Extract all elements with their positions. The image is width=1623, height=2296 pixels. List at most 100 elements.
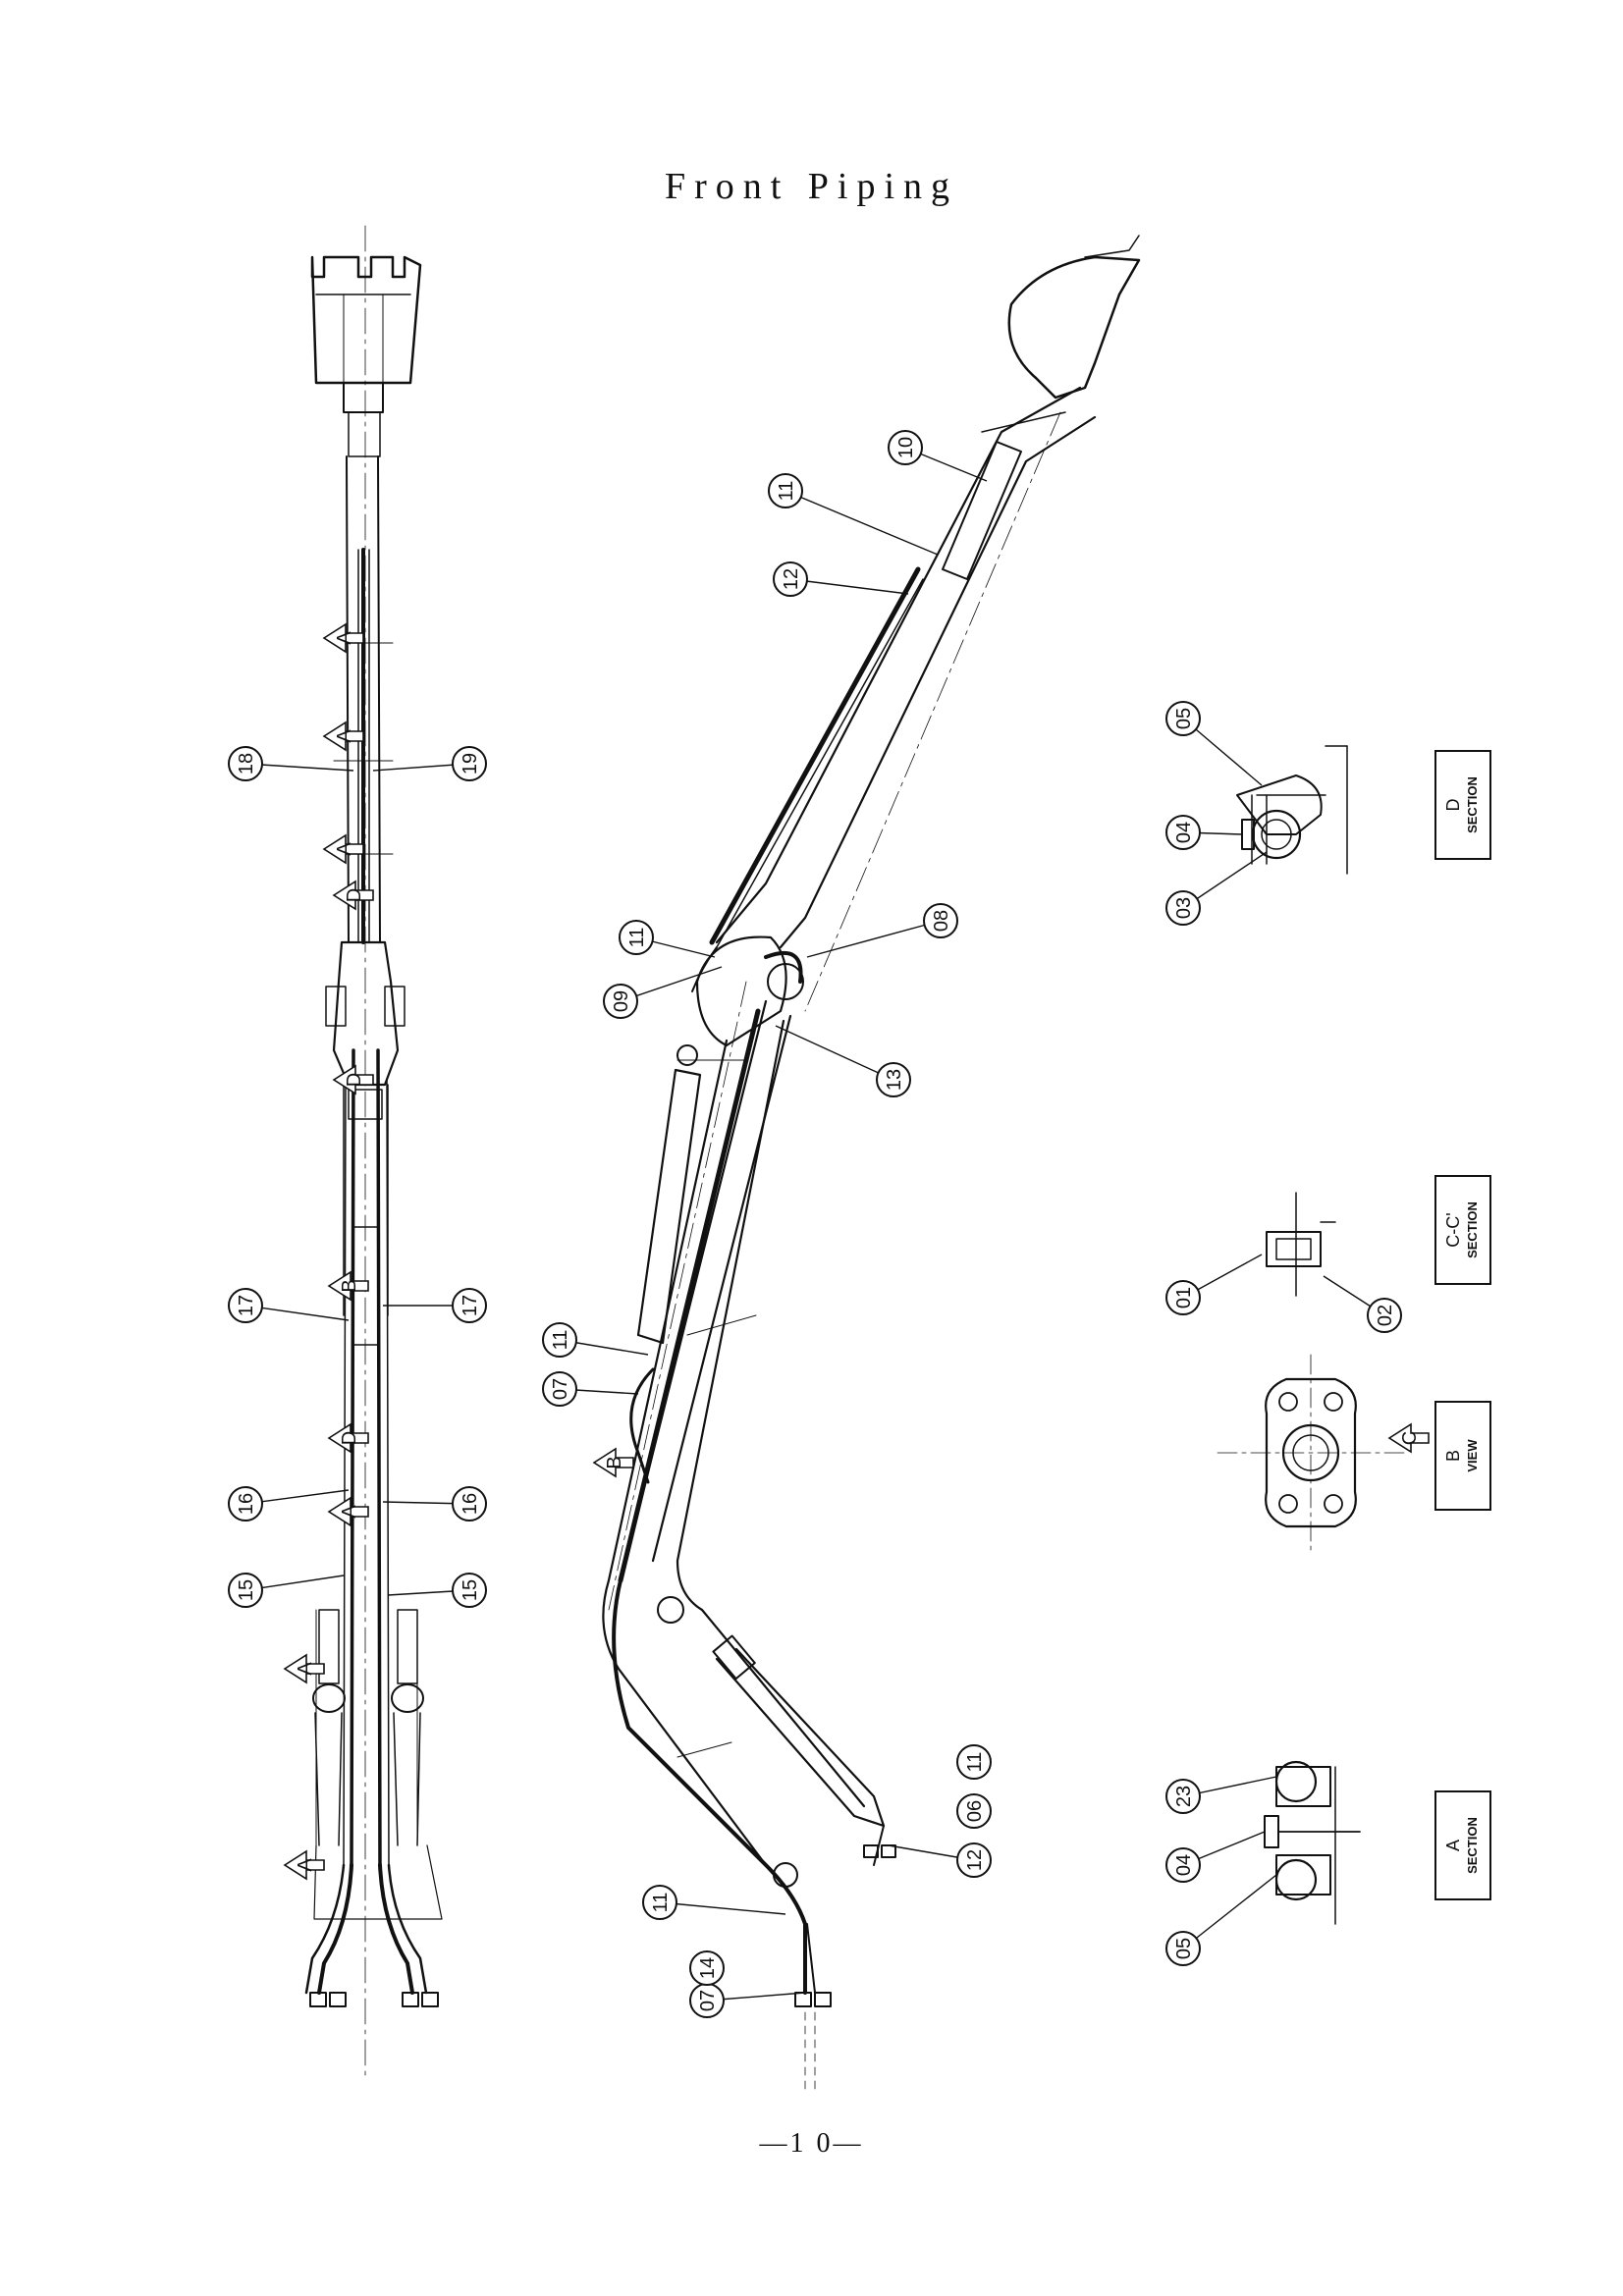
callout-10: 10 bbox=[888, 430, 988, 482]
svg-text:A: A bbox=[295, 1662, 316, 1676]
svg-text:01: 01 bbox=[1173, 1287, 1195, 1308]
svg-text:A: A bbox=[295, 1858, 316, 1872]
svg-text:04: 04 bbox=[1173, 1854, 1195, 1876]
callout-12: 12 bbox=[888, 1842, 992, 1878]
callout-18: 18 bbox=[228, 746, 354, 781]
page-title: Front Piping bbox=[664, 166, 959, 207]
callout-15: 15 bbox=[228, 1573, 345, 1608]
svg-text:03: 03 bbox=[1173, 897, 1195, 919]
svg-text:A: A bbox=[334, 842, 355, 856]
svg-text:16: 16 bbox=[460, 1493, 481, 1515]
callout-09: 09 bbox=[603, 966, 723, 1019]
callout-07: 07 bbox=[689, 1983, 806, 2018]
callout-04: 04 bbox=[1165, 1831, 1266, 1883]
callout-04: 04 bbox=[1165, 815, 1243, 850]
callout-05: 05 bbox=[1165, 1874, 1277, 1966]
callout-05: 05 bbox=[1165, 701, 1263, 786]
callout-12: 12 bbox=[773, 561, 909, 597]
callout-07: 07 bbox=[542, 1371, 639, 1407]
svg-text:A: A bbox=[334, 631, 355, 645]
svg-text:11: 11 bbox=[626, 928, 648, 948]
svg-text:B: B bbox=[339, 1279, 360, 1292]
svg-text:11: 11 bbox=[776, 481, 797, 502]
callout-16: 16 bbox=[228, 1486, 350, 1522]
svg-text:07: 07 bbox=[550, 1378, 571, 1400]
section-marker-A: A bbox=[322, 833, 364, 865]
svg-text:19: 19 bbox=[460, 753, 481, 774]
svg-text:C: C bbox=[1399, 1431, 1421, 1445]
svg-text:14: 14 bbox=[697, 1957, 719, 1979]
callout-11: 11 bbox=[542, 1322, 649, 1358]
callout-layer: 10 11 12 11 09 08 13 11 07 11 12 06 11 07 14 18 19 17 17 16… bbox=[228, 430, 1402, 2018]
section-marker-A: A bbox=[322, 622, 364, 654]
svg-text:A: A bbox=[334, 729, 355, 743]
callout-11: 11 bbox=[619, 920, 716, 958]
callout-17: 17 bbox=[383, 1288, 487, 1323]
svg-text:10: 10 bbox=[895, 437, 917, 458]
section-marker-B: B bbox=[592, 1447, 634, 1478]
section-marker-A: A bbox=[283, 1849, 325, 1881]
callout-06: 06 bbox=[956, 1793, 992, 1829]
svg-text:11: 11 bbox=[550, 1330, 571, 1351]
section-details bbox=[1217, 745, 1405, 1925]
svg-text:16: 16 bbox=[236, 1493, 257, 1515]
svg-text:VIEW: VIEW bbox=[1465, 1439, 1480, 1472]
section-marker-A: A bbox=[327, 1496, 369, 1527]
svg-text:17: 17 bbox=[460, 1295, 481, 1316]
svg-text:12: 12 bbox=[781, 568, 802, 590]
svg-text:D: D bbox=[1443, 799, 1463, 812]
svg-text:05: 05 bbox=[1173, 1938, 1195, 1959]
callout-03: 03 bbox=[1165, 851, 1268, 926]
callout-19: 19 bbox=[372, 746, 487, 781]
top-view bbox=[304, 225, 443, 2082]
svg-text:13: 13 bbox=[884, 1069, 905, 1091]
page-number: —1 0— bbox=[759, 2128, 864, 2159]
callout-16: 16 bbox=[382, 1486, 487, 1522]
svg-text:11: 11 bbox=[650, 1893, 672, 1913]
svg-text:C-C': C-C' bbox=[1443, 1212, 1463, 1247]
callout-11: 11 bbox=[642, 1885, 786, 1920]
callout-13: 13 bbox=[775, 1025, 911, 1097]
svg-text:15: 15 bbox=[236, 1579, 257, 1601]
callout-01: 01 bbox=[1165, 1254, 1263, 1315]
callout-11: 11 bbox=[768, 473, 939, 556]
section-marker-D: D bbox=[332, 880, 374, 911]
section-marker-D: D bbox=[332, 1064, 374, 1095]
svg-text:12: 12 bbox=[964, 1849, 986, 1871]
callout-15: 15 bbox=[387, 1573, 487, 1608]
svg-text:11: 11 bbox=[964, 1752, 986, 1773]
svg-text:18: 18 bbox=[236, 753, 257, 774]
svg-text:23: 23 bbox=[1173, 1786, 1195, 1807]
svg-text:B: B bbox=[1443, 1450, 1463, 1462]
svg-text:06: 06 bbox=[964, 1800, 986, 1822]
section-marker-A: A bbox=[283, 1653, 325, 1684]
svg-text:A: A bbox=[339, 1505, 360, 1519]
svg-text:09: 09 bbox=[611, 990, 632, 1012]
svg-text:D: D bbox=[339, 1431, 360, 1445]
section-marker-D: D bbox=[327, 1422, 369, 1454]
svg-text:05: 05 bbox=[1173, 708, 1195, 729]
section-marker-layer: A A A D D B D A A A B C bbox=[283, 622, 1430, 1881]
section-marker-B: B bbox=[327, 1270, 369, 1302]
svg-text:D: D bbox=[344, 888, 365, 902]
svg-text:08: 08 bbox=[931, 910, 952, 932]
callout-14: 14 bbox=[689, 1950, 725, 1986]
svg-text:B: B bbox=[604, 1456, 625, 1468]
section-marker-A: A bbox=[322, 721, 364, 752]
svg-text:D: D bbox=[344, 1073, 365, 1087]
svg-text:17: 17 bbox=[236, 1295, 257, 1316]
callout-17: 17 bbox=[228, 1288, 350, 1323]
callout-02: 02 bbox=[1323, 1275, 1402, 1333]
svg-text:SECTION: SECTION bbox=[1465, 1817, 1480, 1874]
callout-11: 11 bbox=[956, 1744, 992, 1780]
svg-text:15: 15 bbox=[460, 1579, 481, 1601]
side-view bbox=[602, 235, 1141, 2092]
svg-text:A: A bbox=[1443, 1840, 1463, 1851]
callout-08: 08 bbox=[806, 903, 958, 958]
svg-text:04: 04 bbox=[1173, 822, 1195, 843]
svg-text:SECTION: SECTION bbox=[1465, 776, 1480, 833]
